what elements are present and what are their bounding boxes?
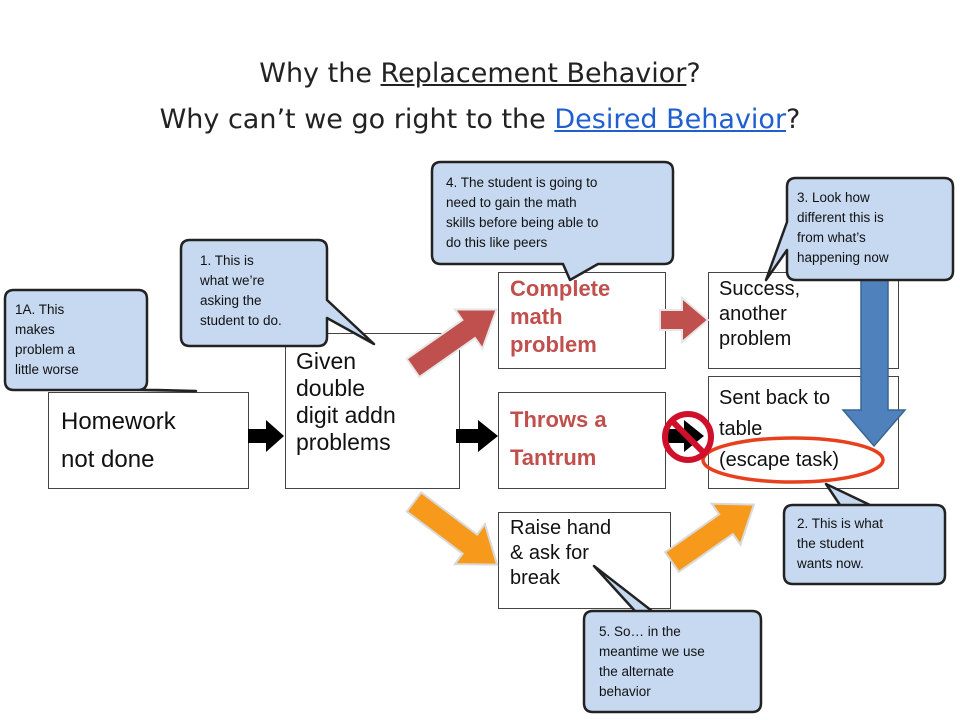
box-line: Tantrum bbox=[510, 445, 597, 470]
callout-2-text: 2. This is what the student wants now. bbox=[797, 514, 883, 574]
box-line: Throws a bbox=[510, 407, 607, 432]
box-line: not done bbox=[61, 446, 155, 473]
box-line: & ask for bbox=[510, 542, 589, 564]
callout-line: asking the bbox=[200, 293, 262, 308]
callout-line: skills before being able to bbox=[446, 215, 599, 230]
replacement-behavior-link[interactable]: Replacement Behavior bbox=[380, 58, 687, 89]
box-line: digit addn bbox=[296, 402, 396, 428]
callout-line: happening now bbox=[797, 250, 889, 265]
title-punct: ? bbox=[686, 58, 701, 89]
antecedent-box: Homework not done bbox=[48, 392, 249, 489]
problem-behavior-box: Throws a Tantrum bbox=[498, 392, 666, 489]
desired-behavior-box: Complete math problem bbox=[498, 272, 666, 369]
callout-line: behavior bbox=[599, 684, 651, 699]
callout-line: 1A. This bbox=[15, 302, 65, 317]
black-arrow-icon bbox=[456, 420, 498, 452]
box-line: Given bbox=[296, 348, 357, 374]
box-line: break bbox=[510, 567, 561, 589]
orange-arrow-icon bbox=[663, 502, 756, 574]
setting-event-box: Given double digit addn problems bbox=[285, 333, 460, 489]
box-line: (escape task) bbox=[719, 449, 840, 471]
box-line: Homework bbox=[61, 408, 176, 435]
callout-3-bubble bbox=[764, 176, 955, 282]
callout-line: 1. This is bbox=[200, 253, 254, 268]
title-text: Why the bbox=[259, 58, 381, 89]
callout-1a-text: 1A. This makes problem a little worse bbox=[15, 300, 79, 380]
callout-1-text: 1. This is what we’re asking the student… bbox=[200, 251, 282, 331]
slide-title-line-1: Why the Replacement Behavior? bbox=[0, 58, 960, 89]
box-line: problems bbox=[296, 429, 391, 455]
desired-behavior-link[interactable]: Desired Behavior bbox=[554, 104, 787, 135]
callout-line: different this is bbox=[797, 210, 884, 225]
callout-5-text: 5. So… in the meantime we use the altern… bbox=[599, 622, 705, 702]
callout-line: 5. So… in the bbox=[599, 624, 681, 639]
orange-arrow-icon bbox=[405, 491, 499, 566]
callout-line: the student bbox=[797, 536, 864, 551]
red-arrow-icon bbox=[405, 308, 498, 379]
callout-line: meantime we use bbox=[599, 644, 705, 659]
callout-line: 3. Look how bbox=[797, 190, 870, 205]
escape-task-highlight bbox=[701, 436, 885, 484]
callout-1-bubble bbox=[179, 238, 376, 348]
no-symbol-icon bbox=[662, 411, 714, 463]
title-punct: ? bbox=[786, 104, 801, 135]
red-arrow-icon bbox=[659, 295, 710, 345]
black-arrow-icon bbox=[248, 420, 284, 452]
callout-5-bubble bbox=[582, 564, 763, 714]
box-line: problem bbox=[719, 328, 792, 350]
callout-line: do this like peers bbox=[446, 235, 548, 250]
callout-line: wants now. bbox=[797, 556, 864, 571]
replacement-behavior-box: Raise hand & ask for break bbox=[498, 512, 671, 609]
blue-down-arrow-icon bbox=[841, 271, 907, 448]
box-line: table bbox=[719, 418, 763, 440]
callout-line: 2. This is what bbox=[797, 516, 884, 531]
slide-title-line-2: Why can’t we go right to the Desired Beh… bbox=[0, 104, 960, 135]
box-line: Complete bbox=[510, 276, 611, 301]
callout-line: problem a bbox=[15, 342, 76, 357]
callout-4-text: 4. The student is going to need to gain … bbox=[446, 173, 598, 253]
title-text: Why can’t we go right to the bbox=[159, 104, 555, 135]
callout-line: from what’s bbox=[797, 230, 866, 245]
callout-line: student to do. bbox=[200, 313, 282, 328]
box-line: Success, bbox=[719, 278, 801, 300]
callout-line: little worse bbox=[15, 362, 79, 377]
box-line: Raise hand bbox=[510, 517, 612, 539]
callout-1a-bubble bbox=[3, 288, 198, 393]
callout-2-bubble bbox=[782, 482, 947, 586]
box-line: problem bbox=[510, 332, 597, 357]
callout-line: the alternate bbox=[599, 664, 675, 679]
callout-line: makes bbox=[15, 322, 55, 337]
box-line: Sent back to bbox=[719, 387, 831, 409]
callout-3-text: 3. Look how different this is from what’… bbox=[797, 188, 889, 268]
box-line: math bbox=[510, 304, 563, 329]
callout-4-bubble bbox=[430, 160, 675, 282]
callout-line: 4. The student is going to bbox=[446, 175, 598, 190]
callout-line: need to gain the math bbox=[446, 195, 577, 210]
box-line: another bbox=[719, 303, 787, 325]
box-line: double bbox=[296, 375, 366, 401]
callout-line: what we’re bbox=[200, 273, 265, 288]
